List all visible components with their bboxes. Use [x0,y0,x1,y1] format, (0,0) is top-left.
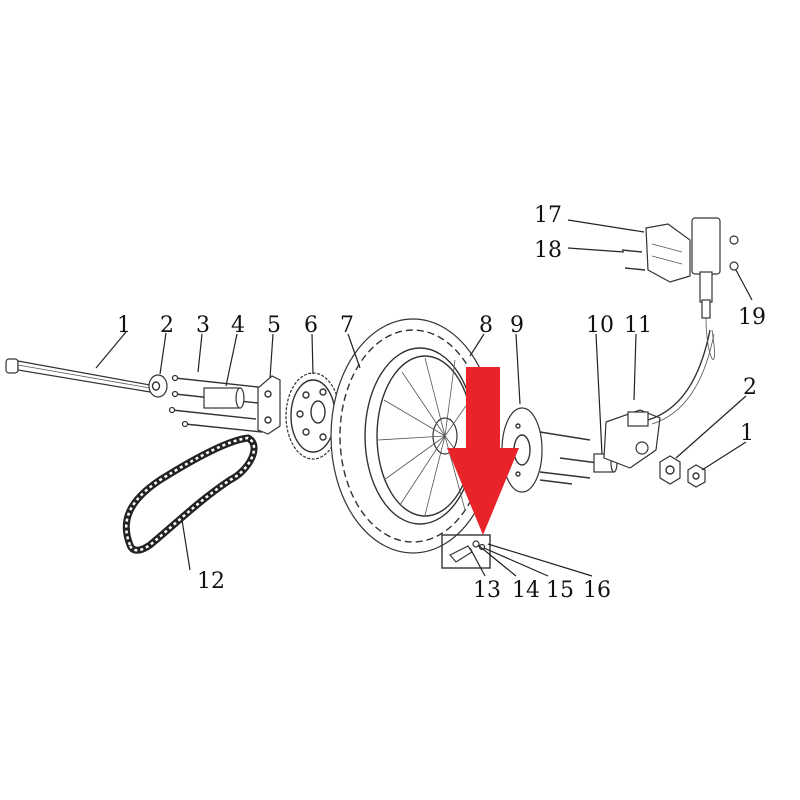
label-9: 9 [510,313,524,338]
label-10: 10 [586,313,614,338]
label-15: 15 [546,578,574,603]
valve-parts-inset [441,534,491,569]
axle-spacer-left [148,374,168,398]
label-14: 14 [512,578,540,603]
master-cylinder-assembly [621,217,739,360]
label-2-right: 2 [743,375,757,400]
axle-nut [687,464,706,488]
label-12: 12 [197,569,225,594]
label-17: 17 [534,203,562,228]
label-6: 6 [304,313,318,338]
label-3: 3 [196,313,210,338]
brake-caliper [603,329,715,469]
sprocket-bracket [257,375,281,435]
label-16: 16 [583,578,611,603]
rear-wheel-tire [330,318,496,554]
axle-spacer-right [659,455,681,485]
label-18: 18 [534,238,562,263]
wheel-spacer-tube [203,387,245,409]
label-1: 1 [117,313,131,338]
highlight-arrow [447,367,519,535]
label-2: 2 [160,313,174,338]
label-8: 8 [479,313,493,338]
label-19: 19 [738,305,766,330]
label-4: 4 [231,313,245,338]
drive-chain [122,434,258,554]
label-7: 7 [340,313,354,338]
rear-axle [5,358,151,393]
label-1-right: 1 [740,421,754,446]
part-labels: 1 2 3 4 5 6 7 8 9 10 11 2 1 12 13 14 15 … [117,203,766,603]
leader-lines [95,219,753,577]
label-13: 13 [473,578,501,603]
label-11: 11 [624,313,652,338]
label-5: 5 [267,313,281,338]
disc-bolts [539,431,599,485]
